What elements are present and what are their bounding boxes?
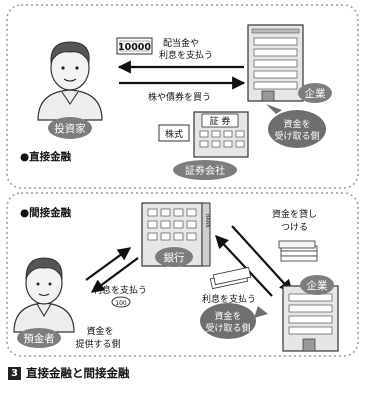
svg-text:株式: 株式 (165, 128, 183, 140)
dividend-label: 配当金や (163, 37, 199, 49)
lend-label: 資金を貸し (272, 208, 317, 220)
interest-to-bank-arrow (215, 235, 273, 297)
lend-label-2: つける (281, 222, 308, 233)
svg-text:BANK: BANK (204, 214, 210, 229)
receiver-bubble: 資金を 受け取る側 (266, 104, 326, 148)
lend-arrow (231, 225, 293, 293)
receiver-bubble-indirect: 資金を 受け取る側 (200, 303, 268, 339)
company-building-indirect (282, 285, 339, 352)
svg-text:投資家: 投資家 (54, 122, 86, 135)
svg-text:資金を: 資金を (283, 118, 310, 130)
depositor-figure (13, 257, 75, 333)
svg-text:証券会社: 証券会社 (185, 164, 225, 177)
indirect-finance-panel (6, 192, 359, 357)
deposit-arrow (85, 247, 132, 281)
svg-text:企業: 企業 (307, 279, 328, 292)
interest-to-depositor-arrow (90, 257, 139, 293)
provider-label-2: 提供する側 (75, 338, 120, 350)
svg-text:受け取る側: 受け取る側 (205, 322, 250, 334)
buy-stocks-bonds-label: 株や債券を買う (148, 91, 211, 103)
company-label: 企業 (298, 83, 332, 103)
provider-label: 資金を (86, 325, 113, 337)
bank-label: 銀行 (155, 247, 193, 267)
bill-icon: 10000 (116, 37, 153, 55)
svg-text:銀行: 銀行 (164, 251, 185, 264)
depositor-label: 預金者 (17, 328, 61, 348)
svg-text:受け取る側: 受け取る側 (274, 130, 319, 142)
interest-bills-icon (209, 266, 252, 290)
investor-figure (37, 41, 103, 121)
caption-number: 3 (8, 366, 21, 380)
company-label-indirect: 企業 (300, 275, 334, 295)
svg-text:企業: 企業 (305, 87, 326, 100)
stock-certificate-icon: 株式 (158, 124, 190, 142)
dividend-label-2: 利息を支払う (159, 49, 213, 61)
direct-finance-heading: ●直接金融 (20, 150, 72, 163)
svg-text:証 券: 証 券 (210, 115, 231, 127)
svg-text:100: 100 (115, 300, 127, 307)
investor-label: 投資家 (48, 117, 92, 139)
svg-text:資金を: 資金を (214, 310, 241, 322)
svg-text:預金者: 預金者 (23, 332, 55, 345)
indirect-finance-heading: ●間接金融 (20, 206, 72, 219)
securities-company-label: 証券会社 (173, 160, 237, 180)
figure-caption: 3 直接金融と間接金融 (8, 364, 130, 382)
caption-text: 直接金融と間接金融 (26, 366, 130, 380)
securities-building: 証 券 (193, 111, 249, 158)
svg-text:10000: 10000 (118, 42, 151, 53)
money-stack-icon (278, 240, 318, 262)
coin-icon: 100 (111, 296, 131, 308)
company-building (247, 24, 304, 102)
pay-interest-bank-label: 利息を支払う (202, 293, 256, 305)
pay-interest-depositor-label: 利息を支払う (93, 284, 147, 296)
